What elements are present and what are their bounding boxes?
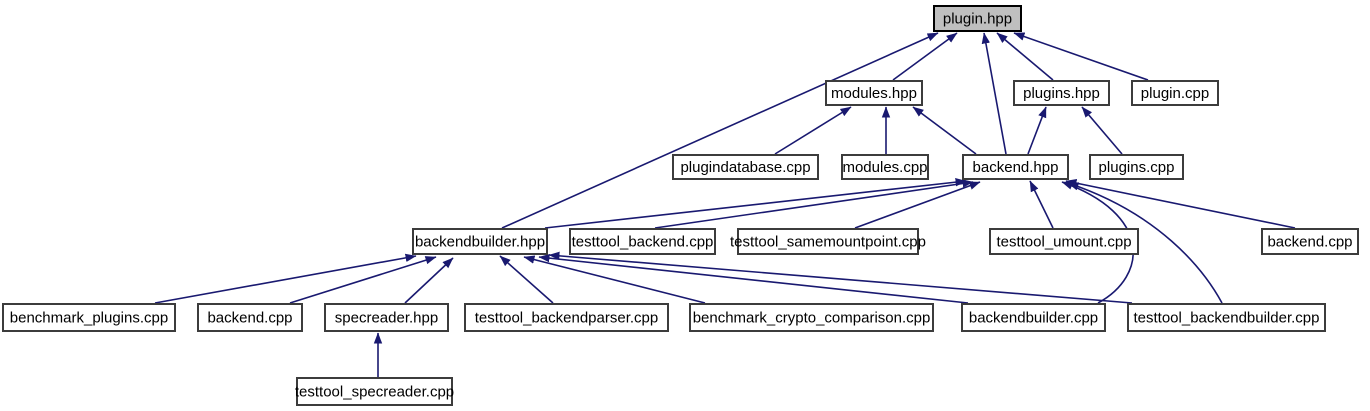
node-label: plugins.hpp <box>1023 85 1100 102</box>
node-label: modules.hpp <box>831 85 917 102</box>
edge-modules_hpp-to-plugin_hpp <box>892 32 958 81</box>
edge-backend_hpp-to-modules_hpp <box>912 106 977 155</box>
graph-node-backendbuilder_hpp[interactable]: backendbuilder.hpp <box>412 228 548 255</box>
graph-node-testtool_backendbuilder_cpp[interactable]: testtool_backendbuilder.cpp <box>1127 303 1326 332</box>
node-box[interactable] <box>1127 303 1326 332</box>
node-box[interactable] <box>1089 154 1184 180</box>
node-label: benchmark_plugins.cpp <box>10 310 168 327</box>
node-box[interactable] <box>841 154 929 180</box>
graph-node-backend_cpp_left[interactable]: backend.cpp <box>197 303 303 332</box>
node-box[interactable] <box>296 377 453 406</box>
node-box[interactable] <box>464 303 669 332</box>
graph-node-backend_cpp_right[interactable]: backend.cpp <box>1261 228 1359 255</box>
graph-node-plugins_hpp[interactable]: plugins.hpp <box>1013 80 1110 106</box>
edge-plugins_hpp-to-plugin_hpp <box>996 32 1054 81</box>
graph-node-plugindatabase_cpp[interactable]: plugindatabase.cpp <box>672 154 819 180</box>
edge-backendbuilder_hpp-to-backend_hpp <box>544 177 967 229</box>
node-label: plugindatabase.cpp <box>680 159 810 176</box>
node-box[interactable] <box>737 228 919 255</box>
graph-node-plugin_cpp[interactable]: plugin.cpp <box>1131 80 1219 106</box>
edge-testtool_backend_cpp-to-backend_hpp <box>654 179 974 229</box>
node-box[interactable] <box>933 5 1022 32</box>
node-label: testtool_samemountpoint.cpp <box>730 234 926 251</box>
node-label: plugin.cpp <box>1141 85 1209 102</box>
node-label: plugins.cpp <box>1099 159 1175 176</box>
graph-node-testtool_specreader_cpp[interactable]: testtool_specreader.cpp <box>295 377 454 406</box>
graph-node-specreader_hpp[interactable]: specreader.hpp <box>324 303 449 332</box>
graph-node-plugin_hpp[interactable]: plugin.hpp <box>933 5 1022 32</box>
graph-node-modules_hpp[interactable]: modules.hpp <box>825 80 923 106</box>
node-label: testtool_backendbuilder.cpp <box>1134 310 1320 327</box>
node-label: testtool_backendparser.cpp <box>475 310 658 327</box>
node-label: backend.hpp <box>973 159 1059 176</box>
edge-testtool_backendparser_cpp-to-backendbuilder_hpp <box>499 255 554 304</box>
edge-plugindatabase_cpp-to-modules_hpp <box>774 106 852 155</box>
edge-plugins_cpp-to-plugins_hpp <box>1081 106 1123 155</box>
node-box[interactable] <box>689 303 934 332</box>
edge-testtool_backendbuilder_cpp-to-backend_hpp <box>1067 182 1223 304</box>
graph-node-backendbuilder_cpp[interactable]: backendbuilder.cpp <box>961 303 1106 332</box>
graph-node-benchmark_plugins_cpp[interactable]: benchmark_plugins.cpp <box>2 303 176 332</box>
edge-backend_cpp_right-to-backend_hpp <box>1065 178 1296 229</box>
edge-specreader_hpp-to-backendbuilder_hpp <box>404 257 454 304</box>
node-label: backendbuilder.cpp <box>969 310 1098 327</box>
node-box[interactable] <box>825 80 923 106</box>
node-box[interactable] <box>672 154 819 180</box>
graph-node-testtool_backend_cpp[interactable]: testtool_backend.cpp <box>569 228 716 255</box>
graph-node-modules_cpp[interactable]: modules.cpp <box>841 154 929 180</box>
node-label: backend.cpp <box>207 310 292 327</box>
node-label: plugin.hpp <box>943 11 1012 28</box>
node-label: testtool_backend.cpp <box>572 234 714 251</box>
node-box[interactable] <box>989 228 1139 255</box>
node-label: modules.cpp <box>842 159 927 176</box>
edge-backend_cpp_left-to-backendbuilder_hpp <box>289 256 437 304</box>
edge-backend_hpp-to-plugins_hpp <box>1027 106 1047 155</box>
edge-benchmark_plugins_cpp-to-backendbuilder_hpp <box>154 253 417 304</box>
node-label: benchmark_crypto_comparison.cpp <box>693 310 931 327</box>
graph-node-plugins_cpp[interactable]: plugins.cpp <box>1089 154 1184 180</box>
node-box[interactable] <box>962 154 1069 180</box>
node-label: testtool_umount.cpp <box>996 234 1131 251</box>
node-box[interactable] <box>1131 80 1219 106</box>
graph-node-testtool_umount_cpp[interactable]: testtool_umount.cpp <box>989 228 1139 255</box>
node-box[interactable] <box>324 303 449 332</box>
node-box[interactable] <box>412 228 548 255</box>
node-box[interactable] <box>961 303 1106 332</box>
edge-backendbuilder_cpp-to-backendbuilder_hpp <box>538 253 969 304</box>
graph-node-testtool_samemountpoint_cpp[interactable]: testtool_samemountpoint.cpp <box>730 228 926 255</box>
node-box[interactable] <box>2 303 176 332</box>
graph-node-backend_hpp[interactable]: backend.hpp <box>962 154 1069 180</box>
edge-benchmark_crypto_comparison_cpp-to-backendbuilder_hpp <box>523 255 706 304</box>
node-label: specreader.hpp <box>335 310 438 327</box>
node-label: testtool_specreader.cpp <box>295 384 454 401</box>
node-label: backend.cpp <box>1267 234 1352 251</box>
node-box[interactable] <box>569 228 716 255</box>
edge-backendbuilder_hpp-to-plugin_hpp <box>501 32 939 229</box>
graph-node-benchmark_crypto_comparison_cpp[interactable]: benchmark_crypto_comparison.cpp <box>689 303 934 332</box>
node-box[interactable] <box>197 303 303 332</box>
node-box[interactable] <box>1261 228 1359 255</box>
edge-testtool_backendbuilder_cpp-to-backendbuilder_hpp <box>548 251 1133 304</box>
edge-testtool_samemountpoint_cpp-to-backend_hpp <box>854 181 981 229</box>
graph-node-testtool_backendparser_cpp[interactable]: testtool_backendparser.cpp <box>464 303 669 332</box>
edge-backend_hpp-to-plugin_hpp <box>981 32 1007 155</box>
edge-plugin_cpp-to-plugin_hpp <box>1013 32 1149 81</box>
node-box[interactable] <box>1013 80 1110 106</box>
node-label: backendbuilder.hpp <box>415 234 545 251</box>
edge-testtool_umount_cpp-to-backend_hpp <box>1029 180 1054 229</box>
